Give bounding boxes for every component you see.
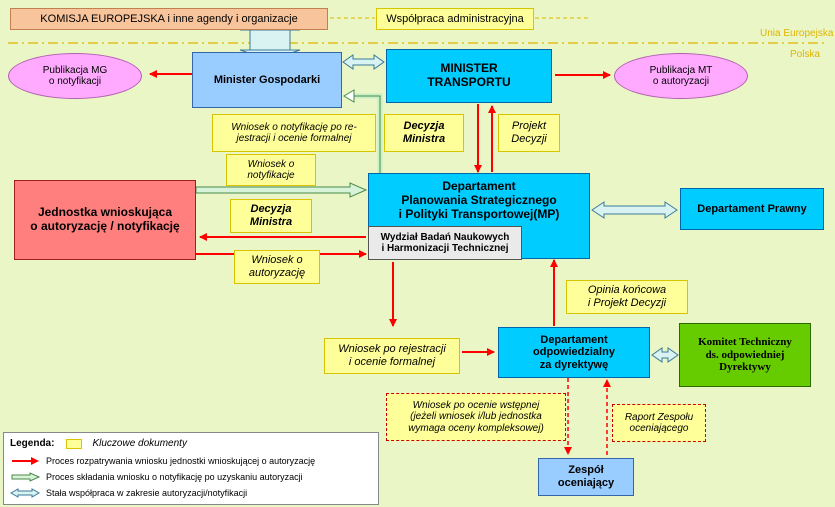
publikacja-mg-ellipse: Publikacja MG o notyfikacji: [8, 53, 142, 99]
arrow-mg-mt-cooperation: [342, 54, 385, 70]
legend-doc-swatch: [66, 438, 83, 449]
cooperation-label-box: Współpraca administracyjna: [376, 8, 534, 30]
publikacja-mt-ellipse: Publikacja MT o autoryzacji: [614, 53, 748, 99]
legend-title-row: Legenda: Kluczowe dokumenty: [10, 438, 187, 449]
arrow-jednostka-to-dept: [195, 182, 368, 198]
komitet-techniczny-box: Komitet Techniczny ds. odpowiedniej Dyre…: [679, 323, 811, 387]
doc-wniosek-notyfikacje: Wniosek o notyfikacje: [226, 154, 316, 186]
doc-raport-zespolu: Raport Zespołu oceniającego: [612, 404, 706, 442]
legend-red-row: Proces rozpatrywania wniosku jednostki w…: [10, 456, 315, 466]
arrow-dept-prawny-cooperation: [591, 201, 678, 219]
polska-label: Polska: [790, 49, 821, 60]
legend-title: Legenda:: [10, 438, 55, 449]
komisja-europejska-box: KOMISJA EUROPEJSKA i inne agendy i organ…: [10, 8, 328, 30]
wydzial-badan-box: Wydział Badań Naukowych i Harmonizacji T…: [368, 226, 522, 260]
doc-decyzja-ministra-top: Decyzja Ministra: [384, 114, 464, 152]
minister-transportu-box: MINISTER TRANSPORTU: [386, 49, 552, 103]
zespol-oceniajacy-box: Zespół oceniający: [538, 458, 634, 496]
arrow-komitet-cooperation: [651, 347, 679, 363]
legend-green-row: Proces składania wniosku o notyfikację p…: [10, 472, 303, 482]
legend-key-docs: Kluczowe dokumenty: [92, 438, 187, 449]
doc-projekt-decyzji: Projekt Decyzji: [498, 114, 560, 152]
doc-wniosek-notyfikacja-rejestracja: Wniosek o notyfikację po re- jestracji i…: [212, 114, 376, 152]
legend-double-arrow-icon: [10, 488, 40, 498]
departament-prawny-box: Departament Prawny: [680, 188, 824, 230]
doc-decyzja-ministra-middle: Decyzja Ministra: [230, 199, 312, 233]
legend: Legenda: Kluczowe dokumenty Proces rozpa…: [3, 432, 379, 505]
doc-opinia-koncowa: Opinia końcowa i Projekt Decyzji: [566, 280, 688, 314]
doc-wniosek-po-ocenie-wstepnej: Wniosek po ocenie wstępnej (jeżeli wnios…: [386, 393, 566, 441]
legend-red-arrow-icon: [12, 457, 39, 465]
unia-europejska-label: Unia Europejska: [760, 28, 834, 39]
jednostka-wnioskujaca-box: Jednostka wnioskująca o autoryzację / no…: [14, 180, 196, 260]
doc-wniosek-po-rejestracji: Wniosek po rejestracji i ocenie formalne…: [324, 338, 460, 374]
minister-gospodarki-box: Minister Gospodarki: [192, 52, 342, 108]
legend-green-arrow-icon: [11, 472, 40, 482]
legend-blue-row: Stała współpraca w zakresie autoryzacji/…: [10, 488, 247, 498]
doc-wniosek-autoryzacje: Wniosek o autoryzację: [234, 250, 320, 284]
departament-odpowiedzialny-box: Departament odpowiedzialny za dyrektywę: [498, 327, 650, 378]
